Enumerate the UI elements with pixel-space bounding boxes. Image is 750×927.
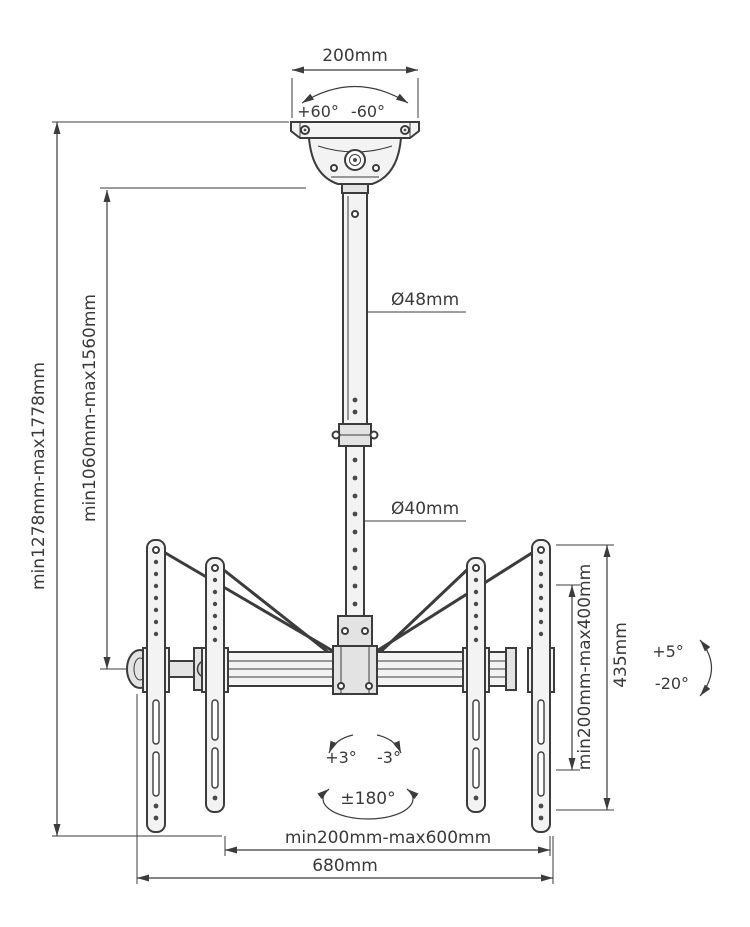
label-pole-height-range: min1060mm-max1560mm [80,294,100,522]
vesa-bracket-outer-right [531,539,551,833]
label-vesa-horizontal-range: min200mm-max600mm [285,828,491,848]
vesa-bracket-inner-right [466,557,486,813]
label-tilt-down: -20° [655,674,689,693]
dim-tilt-angle: +5° -20° [652,639,712,697]
label-level-positive: +3° [325,748,357,767]
pole-coupler [341,183,369,194]
dia-lower-pipe: Ø40mm [364,499,466,522]
crossbeam [126,647,517,691]
label-swivel-negative: -60° [351,102,385,121]
dim-vesa-vertical: min200mm-max400mm [556,564,595,771]
label-vesa-vertical-range: min200mm-max400mm [575,564,595,770]
label-ceiling-plate-width: 200mm [322,46,388,66]
label-tilt-up: +5° [652,642,684,661]
dim-ceiling-plate-width: 200mm [291,46,419,118]
lower-pole [345,445,365,643]
label-level-negative: -3° [377,748,401,767]
dim-rotation-range: ±180° [317,788,419,820]
label-rotation-range: ±180° [340,789,395,809]
dim-swivel-angle: +60° -60° [297,86,409,121]
vesa-bracket-inner-left [205,557,225,813]
dim-crossbar-width: 680mm [136,694,554,884]
label-swivel-positive: +60° [297,102,339,121]
label-overall-height-range: min1278mm-max1778mm [29,362,49,590]
vesa-bracket-outer-left [146,539,166,833]
dim-bracket-length: 435mm [556,544,631,811]
support-struts [161,549,536,662]
dim-vesa-horizontal: min200mm-max600mm [224,828,551,856]
dim-pole-height: min1060mm-max1560mm [80,187,306,670]
dim-level-angle: +3° -3° [325,734,402,767]
label-crossbar-width: 680mm [312,856,378,876]
mounting-pole [331,192,379,643]
beam-endcap-right [505,647,517,691]
label-bracket-length: 435mm [611,622,631,688]
label-upper-pipe-diameter: Ø48mm [391,290,459,310]
ceiling-mount-plate [290,121,420,194]
upper-pole [342,192,368,425]
dim-overall-height: min1278mm-max1778mm [29,121,289,837]
center-hub [332,615,378,695]
label-lower-pipe-diameter: Ø40mm [391,499,459,519]
dia-upper-pipe: Ø48mm [367,290,466,313]
